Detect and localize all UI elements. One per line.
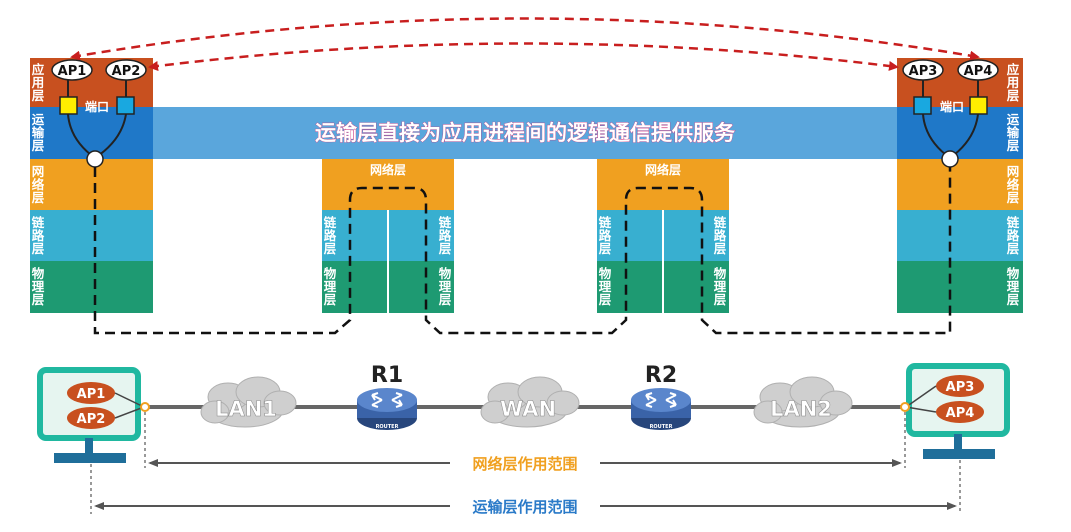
lan2-cloud [753,376,853,428]
ap2-ap4-arrow [148,42,899,71]
r2-link-left [597,210,662,261]
r1-link-label-left: 链路层 [323,215,337,256]
left-host-stack [30,58,153,313]
right-host-port [900,402,910,412]
right-link-layer [897,210,1023,261]
router-r2-label: R2 [645,363,677,388]
r1-link-right [389,210,454,261]
bottom-ap2-oval [67,407,115,429]
r1-network-layer [322,159,454,210]
left-physical-layer [30,261,153,313]
left-host-internals [51,59,147,168]
router-r1-icon-text: ROUTER [376,424,399,430]
left-link-layer [30,210,153,261]
left-ap1-label: AP1 [58,64,87,79]
bottom-ap4-oval [936,401,984,423]
left-link-label: 链路层 [31,215,45,256]
bottom-ap3-label: AP3 [946,380,975,395]
router-r2-icon [631,388,691,430]
r1-physical-label-right: 物理层 [438,266,452,307]
bottom-ap1-label: AP1 [77,387,106,402]
right-ap3-label: AP3 [909,64,938,79]
router2-stack [597,159,729,313]
left-physical-label: 物理层 [31,266,45,307]
r2-network-layer [597,159,729,210]
left-port-blue [116,96,135,115]
right-link-label: 链路层 [1006,215,1020,256]
r1-physical-left [322,261,387,313]
left-port-yellow [59,96,78,115]
right-ap4-label: AP4 [964,64,993,79]
right-host-monitor [900,363,1010,459]
bottom-ap1-oval [67,382,115,404]
r2-physical-label-left: 物理层 [598,266,612,307]
right-port-blue [913,96,932,115]
left-host-monitor [37,367,150,463]
right-network-label: 网络层 [1006,164,1020,205]
wan-cloud [480,376,580,428]
right-port-label: 端口 [940,99,964,114]
transport-banner-band [153,107,897,159]
right-port-yellow [969,96,988,115]
right-mux-node [941,150,959,168]
transport-banner-text: 运输层直接为应用进程间的逻辑通信提供服务 [315,121,736,145]
bottom-ap4-label: AP4 [946,406,975,421]
left-ap1-oval [51,59,93,81]
right-host-internals [902,59,999,168]
right-physical-label: 物理层 [1006,266,1020,307]
left-transport-layer [30,107,153,159]
right-app-label: 应用层 [1006,62,1020,103]
right-host-stack [897,58,1023,313]
r1-physical-right [389,261,454,313]
right-network-layer [897,159,1023,210]
r1-link-left [322,210,387,261]
right-transport-layer [897,107,1023,159]
left-transport-label: 运输层 [31,112,45,153]
bottom-ap3-oval [936,375,984,397]
left-network-layer [30,159,153,210]
transport-scope-label: 运输层作用范围 [472,498,577,516]
left-network-label: 网络层 [31,164,45,205]
right-transport-label: 运输层 [1006,112,1020,153]
left-host-port [140,402,150,412]
left-app-label: 应用层 [31,62,45,103]
router-r1-icon [357,388,417,430]
lan1-cloud [200,376,297,428]
r2-link-right [664,210,729,261]
lan2-label: LAN2 [770,397,832,421]
router-r2-icon-text: ROUTER [650,424,673,430]
network-scope-label: 网络层作用范围 [472,455,577,473]
left-port-label: 端口 [85,99,109,114]
bottom-ap2-label: AP2 [77,412,106,427]
r1-network-label: 网络层 [370,162,406,177]
r2-link-label-left: 链路层 [598,215,612,256]
r2-physical-label-right: 物理层 [713,266,727,307]
r2-physical-right [664,261,729,313]
lan1-label: LAN1 [215,397,277,421]
r2-network-label: 网络层 [645,162,681,177]
wan-label: WAN [500,397,556,421]
ap1-ap3-arrow [70,17,980,61]
r2-physical-left [597,261,662,313]
r1-link-label-right: 链路层 [438,215,452,256]
router-r1-label: R1 [371,363,403,388]
r2-link-label-right: 链路层 [713,215,727,256]
left-mux-node [86,150,104,168]
left-ap2-label: AP2 [112,64,141,79]
router1-stack [322,159,454,313]
data-path [93,167,952,335]
right-physical-layer [897,261,1023,313]
r1-physical-label-left: 物理层 [323,266,337,307]
